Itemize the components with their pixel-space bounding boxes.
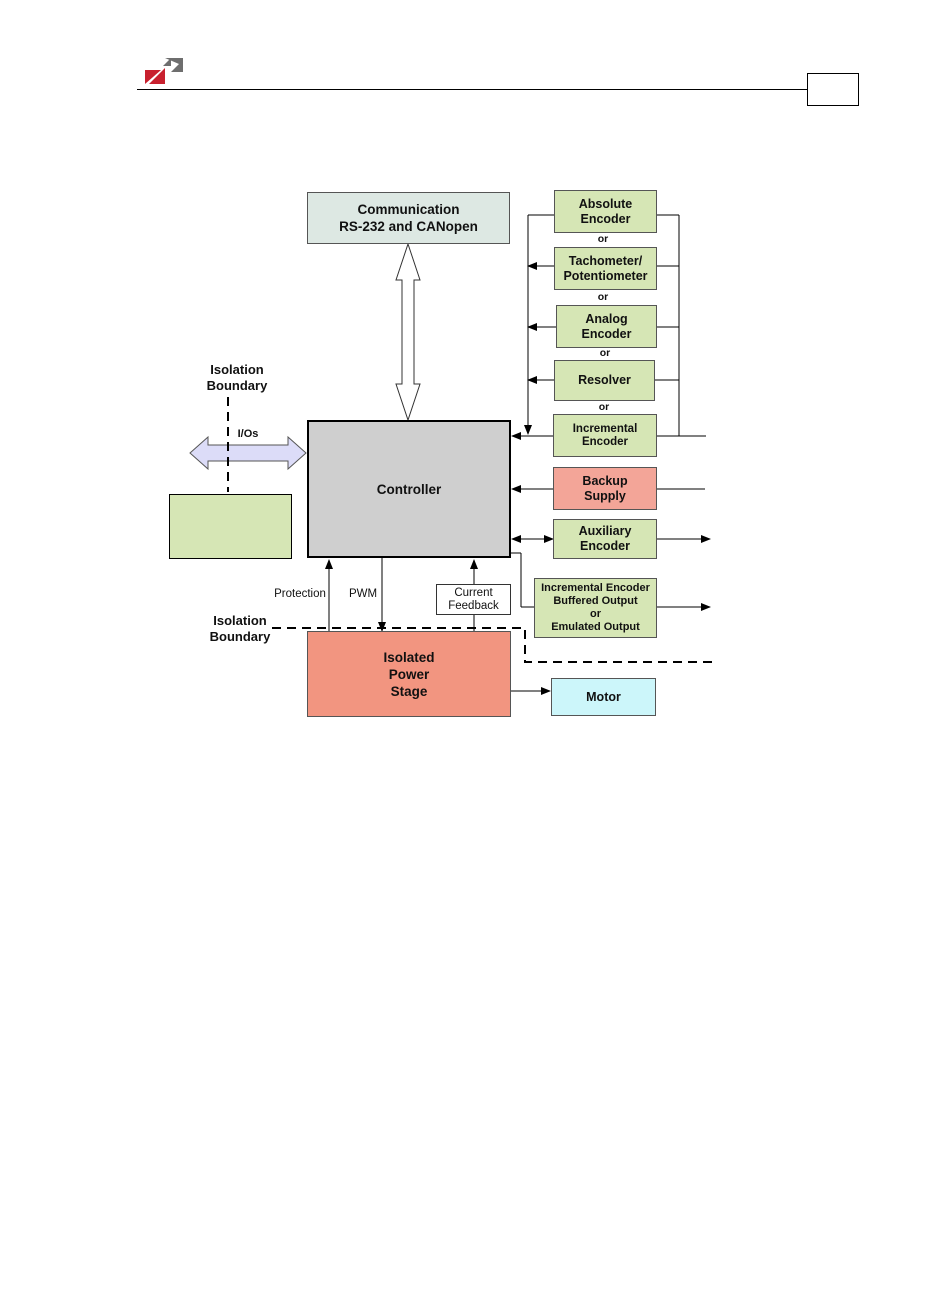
resolver-block: Resolver	[554, 360, 655, 401]
or-label: or	[599, 347, 611, 359]
company-logo-icon	[145, 58, 183, 84]
analog-encoder-line1: Analog	[585, 311, 628, 326]
backup-supply-line1: Backup	[582, 473, 628, 488]
isolation-top-line2: Boundary	[206, 378, 268, 393]
buffered-output-line4: Emulated Output	[551, 621, 640, 633]
power-stage-line2: Power	[388, 666, 430, 682]
motor-block: Motor	[551, 678, 656, 716]
communication-bus-arrow	[395, 242, 421, 422]
header-rule	[137, 89, 808, 90]
current-feedback-line1: Current	[454, 586, 493, 599]
incremental-encoder-line1: Incremental	[572, 422, 638, 435]
power-stage-line1: Isolated	[383, 649, 435, 665]
io-device-block	[169, 494, 292, 559]
protection-label: Protection	[274, 588, 326, 600]
page-number-box	[807, 73, 859, 106]
or-label: or	[597, 233, 609, 245]
analog-encoder-line2: Encoder	[581, 326, 632, 341]
isolation-top-line1: Isolation	[210, 362, 264, 377]
pwm-label: PWM	[348, 588, 378, 600]
ios-label: I/Os	[237, 428, 259, 440]
isolation-boundary-bottom	[272, 627, 716, 663]
communication-line2: RS-232 and CANopen	[339, 219, 478, 234]
communication-line1: Communication	[357, 202, 460, 217]
io-double-arrow	[189, 435, 307, 471]
auxiliary-encoder-line1: Auxiliary	[578, 524, 632, 538]
or-label: or	[598, 401, 610, 413]
buffered-output-line2: Buffered Output	[553, 595, 638, 607]
buffered-output-line3: or	[589, 608, 601, 620]
resolver-label: Resolver	[578, 373, 631, 387]
auxiliary-encoder-line2: Encoder	[579, 539, 630, 553]
controller-block: Controller	[307, 420, 511, 558]
current-feedback-line2: Feedback	[448, 599, 499, 612]
or-label: or	[597, 291, 609, 303]
tachometer-block: Tachometer/Potentiometer	[554, 247, 657, 290]
power-stage-line3: Stage	[390, 683, 428, 699]
isolation-bottom-line2: Boundary	[209, 629, 271, 644]
backup-supply-line2: Supply	[584, 488, 626, 503]
motor-label: Motor	[586, 690, 621, 704]
buffered-output-line1: Incremental Encoder	[541, 582, 650, 594]
absolute-encoder-line2: Encoder	[580, 211, 631, 226]
controller-label: Controller	[376, 481, 442, 497]
incremental-encoder-line2: Encoder	[581, 435, 628, 448]
tachometer-line1: Tachometer/	[568, 253, 643, 268]
tachometer-line2: Potentiometer	[563, 268, 648, 283]
absolute-encoder-line1: Absolute	[578, 196, 633, 211]
isolation-bottom-line1: Isolation	[213, 613, 267, 628]
